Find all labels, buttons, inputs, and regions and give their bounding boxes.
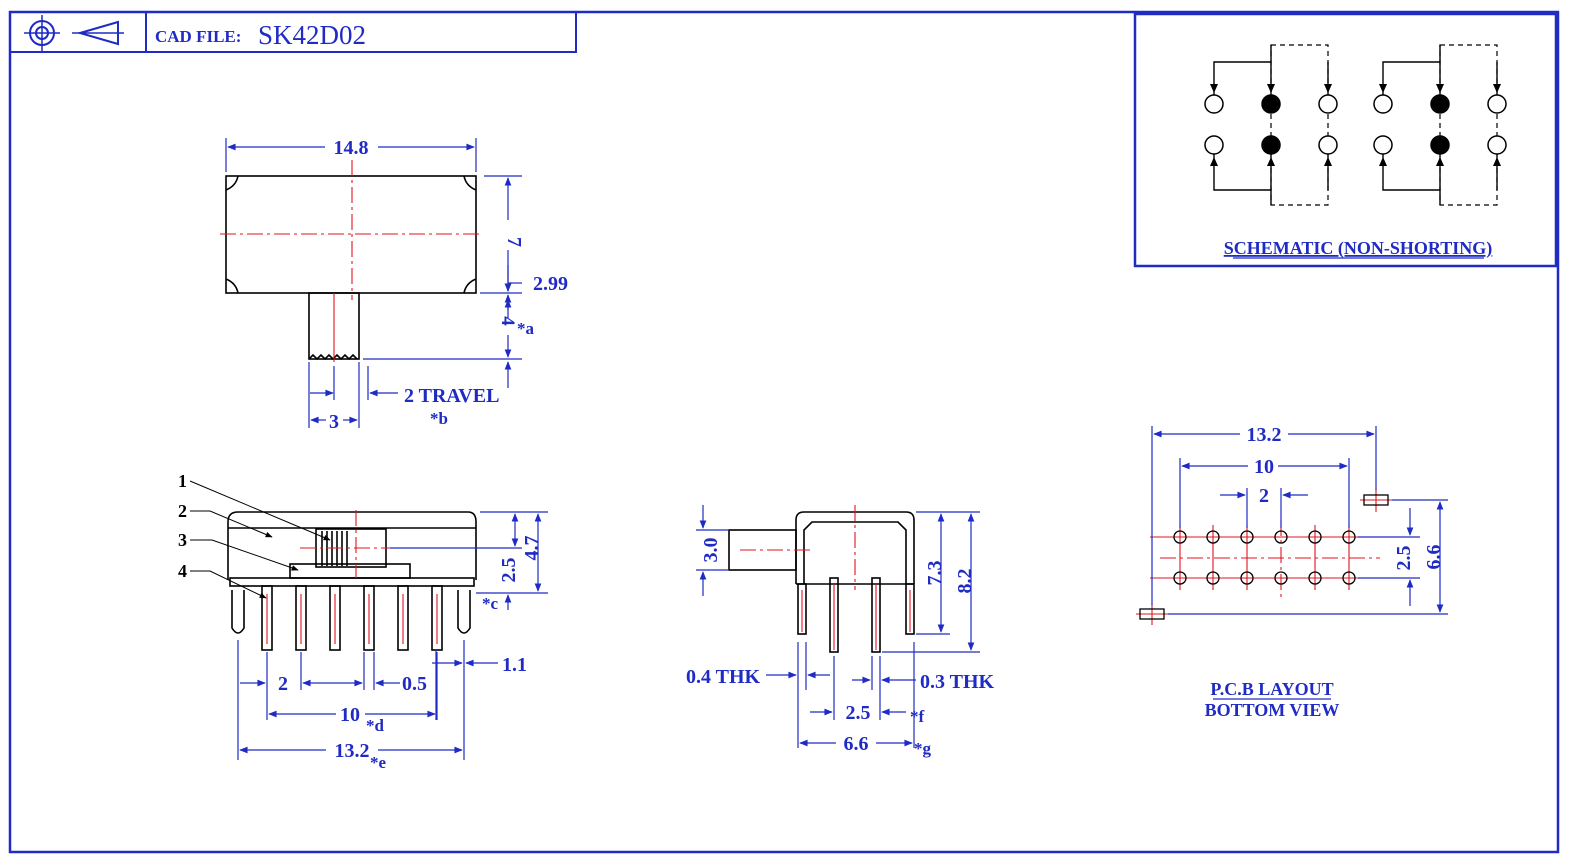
pcb-caption-2: BOTTOM VIEW	[1205, 700, 1340, 720]
dim-height-73: 7.3	[924, 561, 946, 586]
dim-pitch-25: 2.5	[846, 702, 871, 724]
dim-thk-04: 0.4 THK	[686, 666, 761, 688]
svg-text:2: 2	[178, 501, 187, 521]
pcb-dim-132: 13.2	[1247, 424, 1282, 446]
dim-offset-299: 2.99	[533, 273, 568, 295]
side-view: 3.0 7.3 8.2 0.4 THK 0.3 THK 2.5 *f 6.6 *…	[686, 505, 995, 758]
pcb-caption-1: P.C.B LAYOUT	[1210, 679, 1333, 699]
dim-span-66: 6.6	[844, 733, 869, 755]
part-callouts: 1 2 3 4	[178, 471, 331, 599]
pcb-dim-66: 6.6	[1423, 545, 1445, 570]
schematic: SCHEMATIC (NON-SHORTING)	[1133, 12, 1558, 268]
pcb-dim-pitch-2: 2	[1259, 485, 1269, 507]
front-view: 1 2 3 4 2.5 4.7 *c 1.1 2	[178, 471, 548, 772]
svg-text:3: 3	[178, 530, 187, 550]
dim-actuator-30: 3.0	[700, 538, 722, 563]
note-b: *b	[430, 409, 448, 428]
schematic-caption: SCHEMATIC (NON-SHORTING)	[1224, 238, 1493, 259]
svg-text:1: 1	[178, 471, 187, 491]
dim-height-7: 7	[503, 237, 525, 247]
note-a: *a	[517, 319, 535, 338]
pcb-dim-10: 10	[1254, 456, 1274, 478]
note-c: *c	[482, 594, 499, 613]
svg-text:4: 4	[178, 561, 187, 581]
dim-pin-offset-11: 1.1	[502, 654, 527, 676]
cad-file-name: SK42D02	[258, 20, 366, 50]
dim-span-132: 13.2	[335, 740, 370, 762]
drawing-border	[8, 10, 1560, 854]
dim-travel: 2 TRAVEL	[404, 385, 499, 407]
note-g: *g	[914, 739, 932, 758]
top-view: 14.8 7 2.99 4 *a 2 TRAVEL *b 3	[220, 137, 568, 433]
dim-pin-width-05: 0.5	[402, 673, 427, 695]
terminal-pins	[261, 585, 443, 651]
cad-file-label: CAD FILE:	[155, 27, 241, 46]
title-block: CAD FILE: SK42D02	[9, 11, 577, 53]
pcb-layout: 13.2 10 2 2.5 6.6 P.C.B LAYOUT BOTTOM VI…	[1136, 424, 1448, 720]
note-d: *d	[366, 716, 385, 735]
dim-pitch-2: 2	[278, 673, 288, 695]
dim-span-10: 10	[340, 704, 360, 726]
dim-actuator-width-3: 3	[329, 411, 339, 433]
first-angle-projection-icon	[24, 15, 124, 51]
pcb-dim-row-25: 2.5	[1393, 546, 1415, 571]
note-f: *f	[910, 707, 925, 726]
dim-actuator-4: 4	[497, 316, 518, 326]
note-e: *e	[370, 753, 387, 772]
dim-height-25: 2.5	[498, 558, 520, 583]
dim-height-82: 8.2	[954, 569, 976, 594]
dim-thk-03: 0.3 THK	[920, 671, 995, 693]
dim-height-47: 4.7	[521, 536, 543, 561]
dim-width-148: 14.8	[334, 137, 369, 159]
